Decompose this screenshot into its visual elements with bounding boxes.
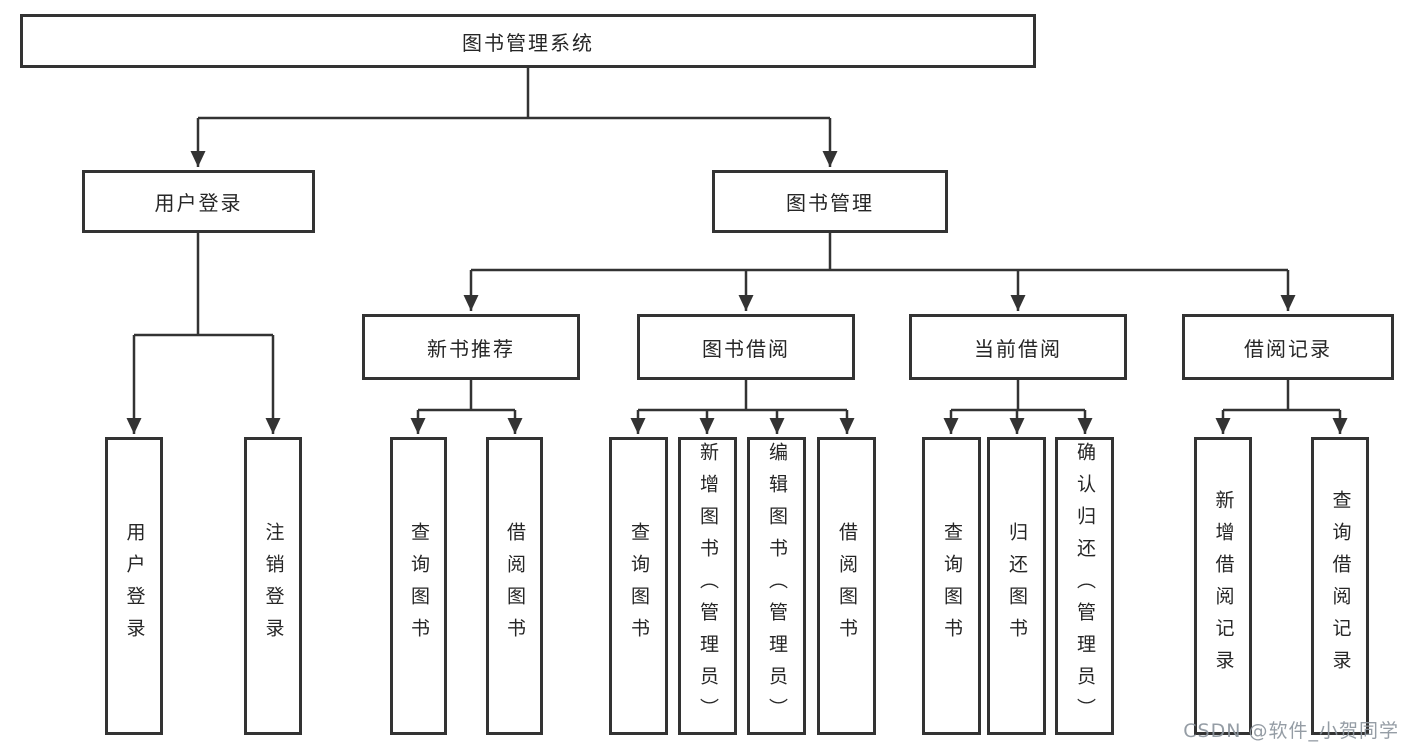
- leaf-query-books-recommend: 查询图书: [390, 437, 447, 735]
- connector-book-borrow-trunk: [638, 380, 847, 412]
- leaf-return-books: 归还图书: [987, 437, 1046, 735]
- node-book-management: 图书管理: [712, 170, 948, 233]
- leaf-query-borrow-record: 查询借阅记录: [1311, 437, 1369, 735]
- leaf-add-books-admin: 新增图书（管理员）: [678, 437, 737, 735]
- leaf-add-borrow-record: 新增借阅记录: [1194, 437, 1252, 735]
- connector-book-management-trunk: [471, 233, 1288, 272]
- connector-borrow-record-trunk: [1223, 380, 1340, 412]
- node-book-borrowing: 图书借阅: [637, 314, 855, 380]
- leaf-query-books-borrow: 查询图书: [609, 437, 668, 735]
- leaf-query-books-current: 查询图书: [922, 437, 981, 735]
- connector-new-book-trunk: [418, 380, 515, 412]
- node-new-book-recommendation: 新书推荐: [362, 314, 580, 380]
- node-current-borrowing: 当前借阅: [909, 314, 1127, 380]
- leaf-user-login: 用户登录: [105, 437, 163, 735]
- leaf-logout: 注销登录: [244, 437, 302, 735]
- node-borrowing-records: 借阅记录: [1182, 314, 1394, 380]
- node-library-management-system: 图书管理系统: [20, 14, 1036, 68]
- leaf-confirm-return-admin: 确认归还（管理员）: [1055, 437, 1114, 735]
- leaf-borrow-books: 借阅图书: [817, 437, 876, 735]
- connector-current-borrow-trunk: [951, 380, 1085, 412]
- node-user-login: 用户登录: [82, 170, 315, 233]
- leaf-edit-books-admin: 编辑图书（管理员）: [747, 437, 806, 735]
- connector-root-trunk: [198, 68, 830, 120]
- leaf-borrow-books-recommend: 借阅图书: [486, 437, 543, 735]
- connector-user-login-trunk: [134, 233, 273, 337]
- watermark: CSDN @软件_小贺同学: [1183, 720, 1399, 742]
